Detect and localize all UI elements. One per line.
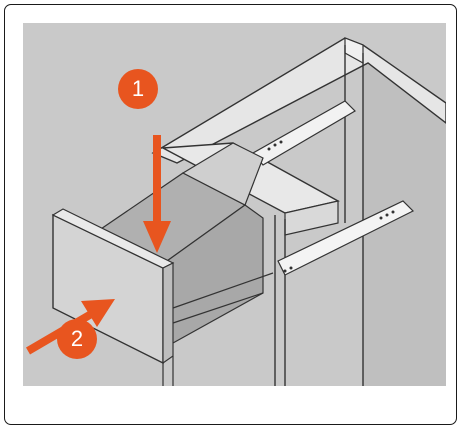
runner-hole (391, 210, 395, 214)
drawer-bottom-edge (172, 272, 274, 309)
runner-hole (279, 140, 283, 144)
instruction-panel: 1 2 (4, 4, 457, 425)
runner-hole (289, 266, 293, 270)
illustration-svg (25, 37, 446, 386)
arrow-push-head (81, 299, 115, 327)
runner-hole (283, 269, 287, 273)
drawer-back-panel (181, 142, 264, 206)
drawer-front-side-edge (162, 262, 174, 365)
drawer-runner-lower (277, 200, 415, 276)
step-1-badge: 1 (118, 69, 158, 109)
runner-hole (385, 213, 389, 217)
runner-hole (379, 216, 383, 220)
drawer-bottom-edge (172, 292, 264, 324)
arrow-down-head (143, 221, 171, 253)
drawer-installation-illustration (23, 23, 446, 386)
step-2-badge: 2 (57, 319, 97, 359)
runner-hole (267, 147, 271, 151)
runner-hole (273, 143, 277, 147)
